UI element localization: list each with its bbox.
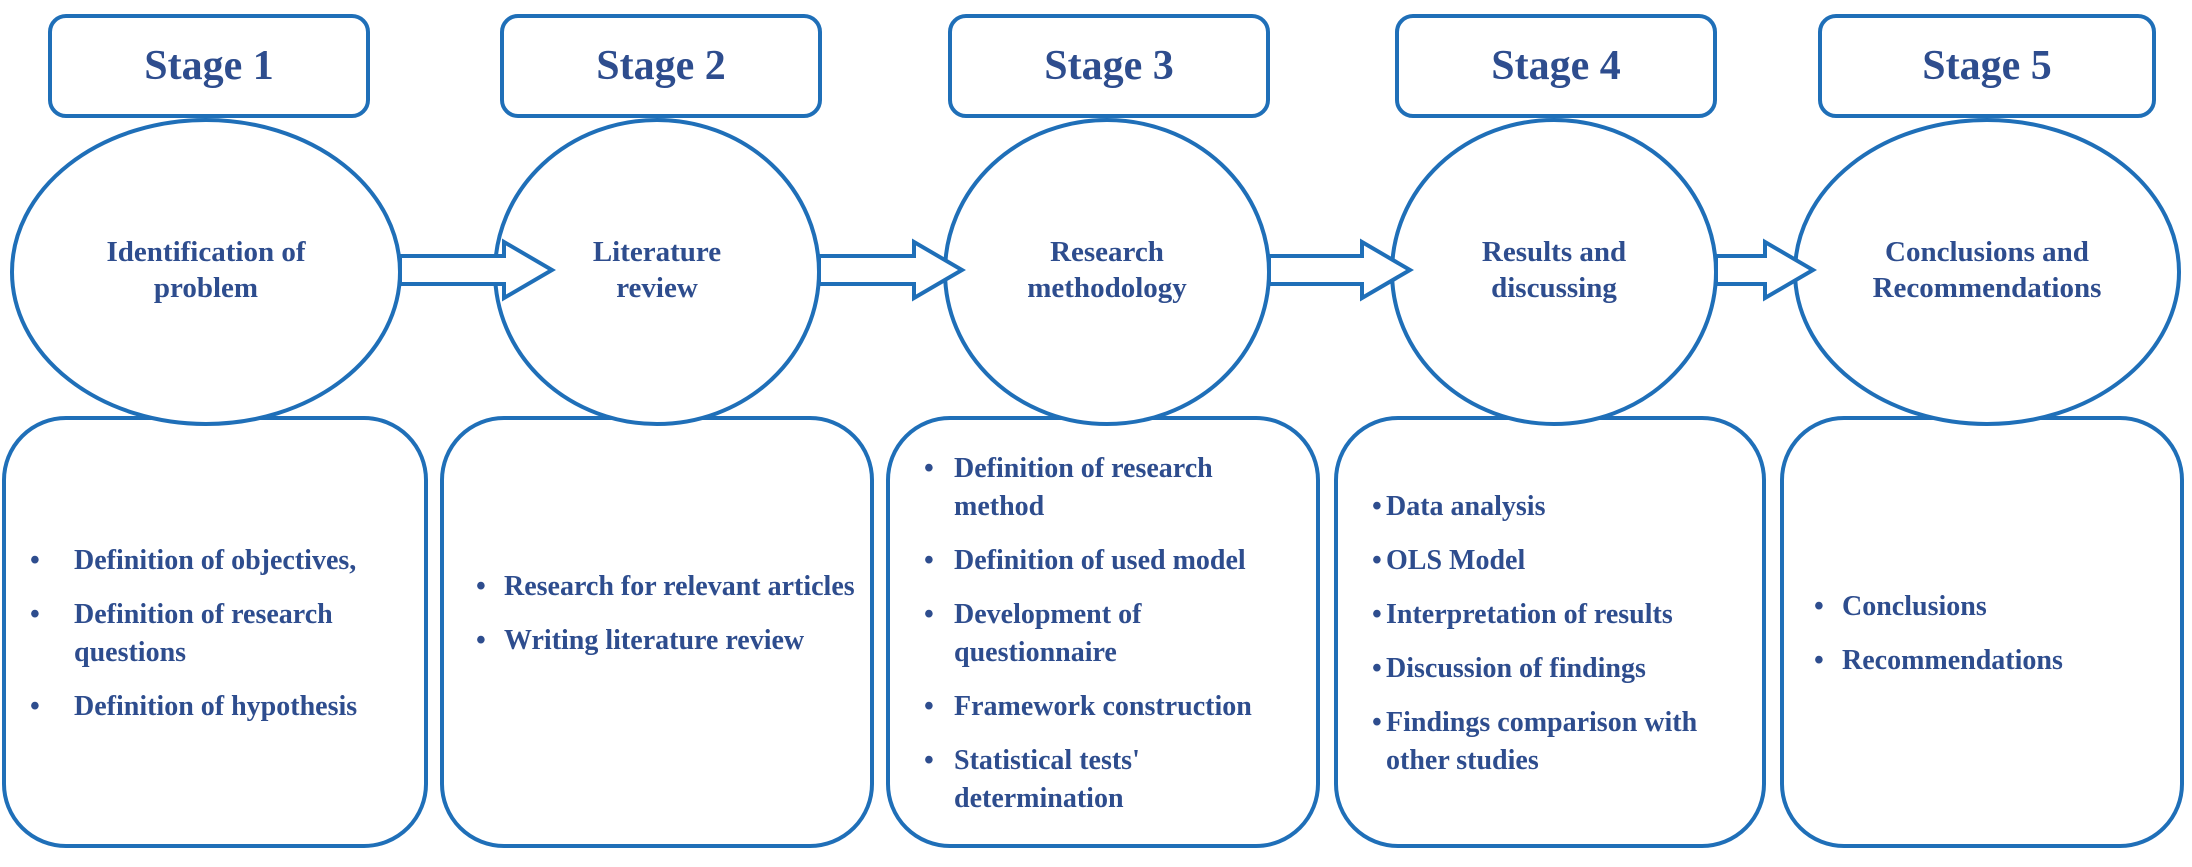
task-text: Data analysis <box>1386 491 1546 522</box>
task-text: Writing literature review <box>504 625 805 656</box>
task-list-item: •Discussion of findings <box>1372 650 1752 688</box>
task-list-item: •Findings comparison with other studies <box>1372 704 1752 780</box>
bullet-icon: • <box>30 599 40 630</box>
bullet-icon: • <box>1372 599 1382 630</box>
stage-4-task-list: •Data analysis•OLS Model•Interpretation … <box>1372 488 1752 796</box>
flow-arrow-icon <box>1267 238 1414 302</box>
bullet-icon: • <box>30 691 40 722</box>
stage-1-header: Stage 1 <box>48 14 370 118</box>
stage-3-topic: Research methodology <box>1027 236 1187 304</box>
task-text: OLS Model <box>1386 545 1526 576</box>
task-list-item: • Definition of hypothesis <box>30 688 410 726</box>
task-text: Conclusions <box>1842 591 1987 622</box>
task-list-item: •Data analysis <box>1372 488 1752 526</box>
bullet-icon: • <box>476 571 486 602</box>
task-list-item: •Interpretation of results <box>1372 596 1752 634</box>
flow-arrow-icon <box>817 238 966 302</box>
bullet-icon: • <box>1372 653 1382 684</box>
stage-3-task-list: • Definition of research method • Definitio… <box>924 450 1304 834</box>
bullet-icon: • <box>476 625 486 656</box>
stage-4-topic: Results and discussing <box>1481 236 1627 304</box>
task-text: Discussion of findings <box>1386 653 1646 684</box>
bullet-icon: • <box>924 545 934 576</box>
stage-1-topic: Identification of problem <box>106 236 306 304</box>
task-text: Research for relevant articles <box>504 571 855 602</box>
task-list-item: • Recommendations <box>1814 642 2174 680</box>
stage-2-task-list: • Research for relevant articles • Writing … <box>476 568 856 676</box>
bullet-icon: • <box>1372 707 1382 738</box>
bullet-icon: • <box>924 453 934 484</box>
task-text: Framework construction <box>954 691 1252 722</box>
task-text: Definition of research method <box>954 453 1213 522</box>
task-text: Statistical tests' determination <box>954 745 1140 814</box>
task-list-item: • Development of questionnaire <box>924 596 1304 672</box>
task-text: Interpretation of results <box>1386 599 1673 630</box>
task-text: Definition of research questions <box>74 599 333 668</box>
flow-arrow-icon <box>1714 238 1817 302</box>
task-list-item: •OLS Model <box>1372 542 1752 580</box>
task-text: Development of questionnaire <box>954 599 1142 668</box>
bullet-icon: • <box>1814 591 1824 622</box>
task-text: Definition of used model <box>954 545 1246 576</box>
bullet-icon: • <box>1372 545 1382 576</box>
bullet-icon: • <box>924 691 934 722</box>
task-list-item: • Framework construction <box>924 688 1304 726</box>
stage-5-task-list: • Conclusions • Recommendations <box>1814 588 2174 696</box>
task-list-item: • Definition of research method <box>924 450 1304 526</box>
bullet-icon: • <box>1814 645 1824 676</box>
stage-2-topic: Literature review <box>592 236 722 304</box>
task-list-item: • Definition of research questions <box>30 596 410 672</box>
stage-2-header: Stage 2 <box>500 14 822 118</box>
task-list-item: • Research for relevant articles <box>476 568 856 606</box>
task-list-item: • Definition of objectives, <box>30 542 410 580</box>
flow-arrow-icon <box>398 238 556 302</box>
task-text: Recommendations <box>1842 645 2063 676</box>
task-list-item: • Statistical tests' determination <box>924 742 1304 818</box>
task-list-item: • Definition of used model <box>924 542 1304 580</box>
task-text: Findings comparison with other studies <box>1386 707 1698 776</box>
stage-4-header: Stage 4 <box>1395 14 1717 118</box>
task-text: Definition of objectives, <box>74 545 357 576</box>
bullet-icon: • <box>1372 491 1382 522</box>
task-text: Definition of hypothesis <box>74 691 358 722</box>
stage-1-task-list: • Definition of objectives, • Definition of… <box>30 542 410 742</box>
stage-5-topic: Conclusions and Recommendations <box>1872 236 2102 304</box>
task-list-item: • Writing literature review <box>476 622 856 660</box>
stage-3-header: Stage 3 <box>948 14 1270 118</box>
task-list-item: • Conclusions <box>1814 588 2174 626</box>
bullet-icon: • <box>30 545 40 576</box>
stage-5-header: Stage 5 <box>1818 14 2156 118</box>
bullet-icon: • <box>924 599 934 630</box>
bullet-icon: • <box>924 745 934 776</box>
